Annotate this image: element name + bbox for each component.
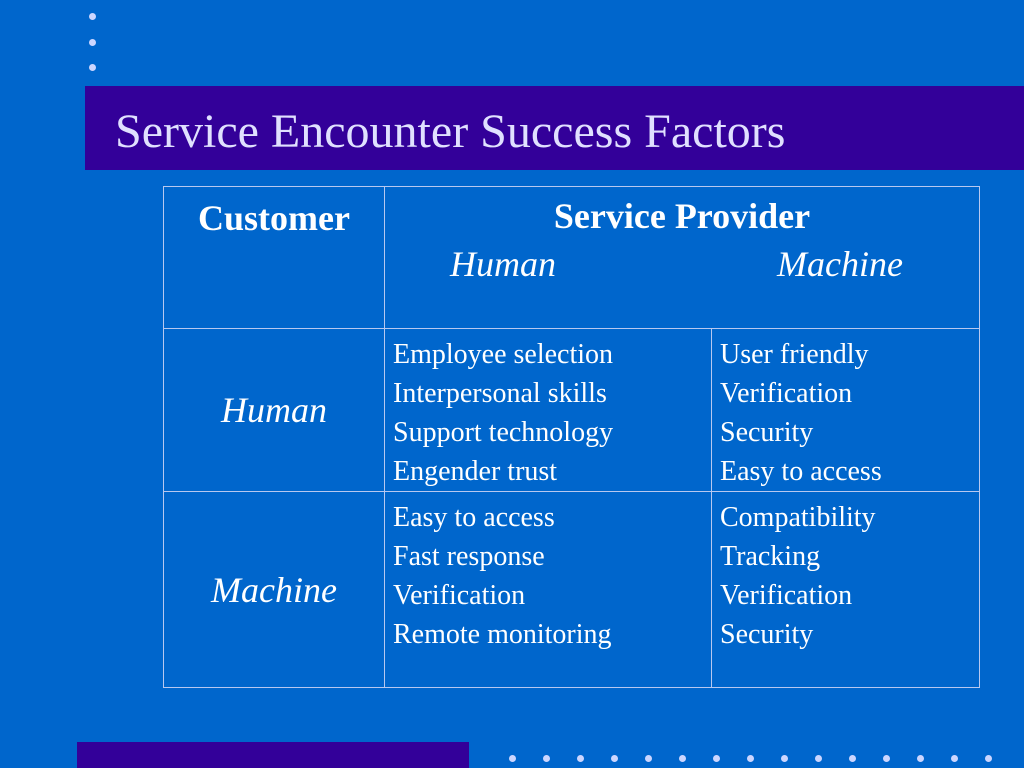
decor-dot xyxy=(917,755,924,762)
decor-dot xyxy=(645,755,652,762)
list-item: Compatibility xyxy=(720,502,876,533)
decor-dot xyxy=(509,755,516,762)
header-provider-label: Service Provider xyxy=(553,196,811,236)
decor-dot xyxy=(815,755,822,762)
cell-human-machine: User friendly Verification Security Easy… xyxy=(711,328,980,492)
list-item: Employee selection xyxy=(393,339,614,370)
list-item: Engender trust xyxy=(393,456,558,487)
list-item: Verification xyxy=(720,378,853,409)
subheader-machine: Machine xyxy=(777,243,903,284)
list-item: Easy to access xyxy=(393,502,555,533)
decor-dot xyxy=(883,755,890,762)
list-item: Remote monitoring xyxy=(393,619,612,650)
list-item: Verification xyxy=(720,580,853,611)
decor-dot xyxy=(89,13,96,20)
decor-dot xyxy=(747,755,754,762)
header-row: Customer Service Provider Human Machine xyxy=(163,186,980,329)
list-item: Security xyxy=(720,417,814,448)
decor-dot xyxy=(985,755,992,762)
success-factors-table: Customer Service Provider Human Machine … xyxy=(163,186,980,688)
header-service-provider: Service Provider Human Machine xyxy=(384,186,980,329)
row-label-machine: Machine xyxy=(163,491,385,688)
list-item: Tracking xyxy=(720,541,821,572)
decor-dot xyxy=(577,755,584,762)
list-item: Easy to access xyxy=(720,456,882,487)
provider-subheaders: Human Machine xyxy=(385,237,979,285)
list-item: Fast response xyxy=(393,541,545,572)
subheader-human: Human xyxy=(450,243,556,284)
bottom-bar xyxy=(77,742,469,768)
decor-dot xyxy=(89,39,96,46)
cell-human-human: Employee selection Interpersonal skills … xyxy=(384,328,712,492)
slide-title: Service Encounter Success Factors xyxy=(115,105,786,158)
decor-dot xyxy=(611,755,618,762)
list-item: Support technology xyxy=(393,417,614,448)
decor-dot xyxy=(713,755,720,762)
row-label-human: Human xyxy=(163,328,385,492)
table-row: Human Employee selection Interpersonal s… xyxy=(163,328,980,492)
cell-machine-human: Easy to access Fast response Verificatio… xyxy=(384,491,712,688)
list-item: Verification xyxy=(393,580,526,611)
decor-dot xyxy=(679,755,686,762)
cell-machine-machine: Compatibility Tracking Verification Secu… xyxy=(711,491,980,688)
decor-dot xyxy=(849,755,856,762)
header-customer: Customer xyxy=(163,186,385,329)
table-row: Machine Easy to access Fast response Ver… xyxy=(163,491,980,688)
title-bar xyxy=(85,86,1024,170)
list-item: Security xyxy=(720,619,814,650)
decor-dot xyxy=(89,64,96,71)
list-item: Interpersonal skills xyxy=(393,378,607,409)
decor-dot xyxy=(543,755,550,762)
list-item: User friendly xyxy=(720,339,869,370)
decor-dot xyxy=(781,755,788,762)
decor-dot xyxy=(951,755,958,762)
